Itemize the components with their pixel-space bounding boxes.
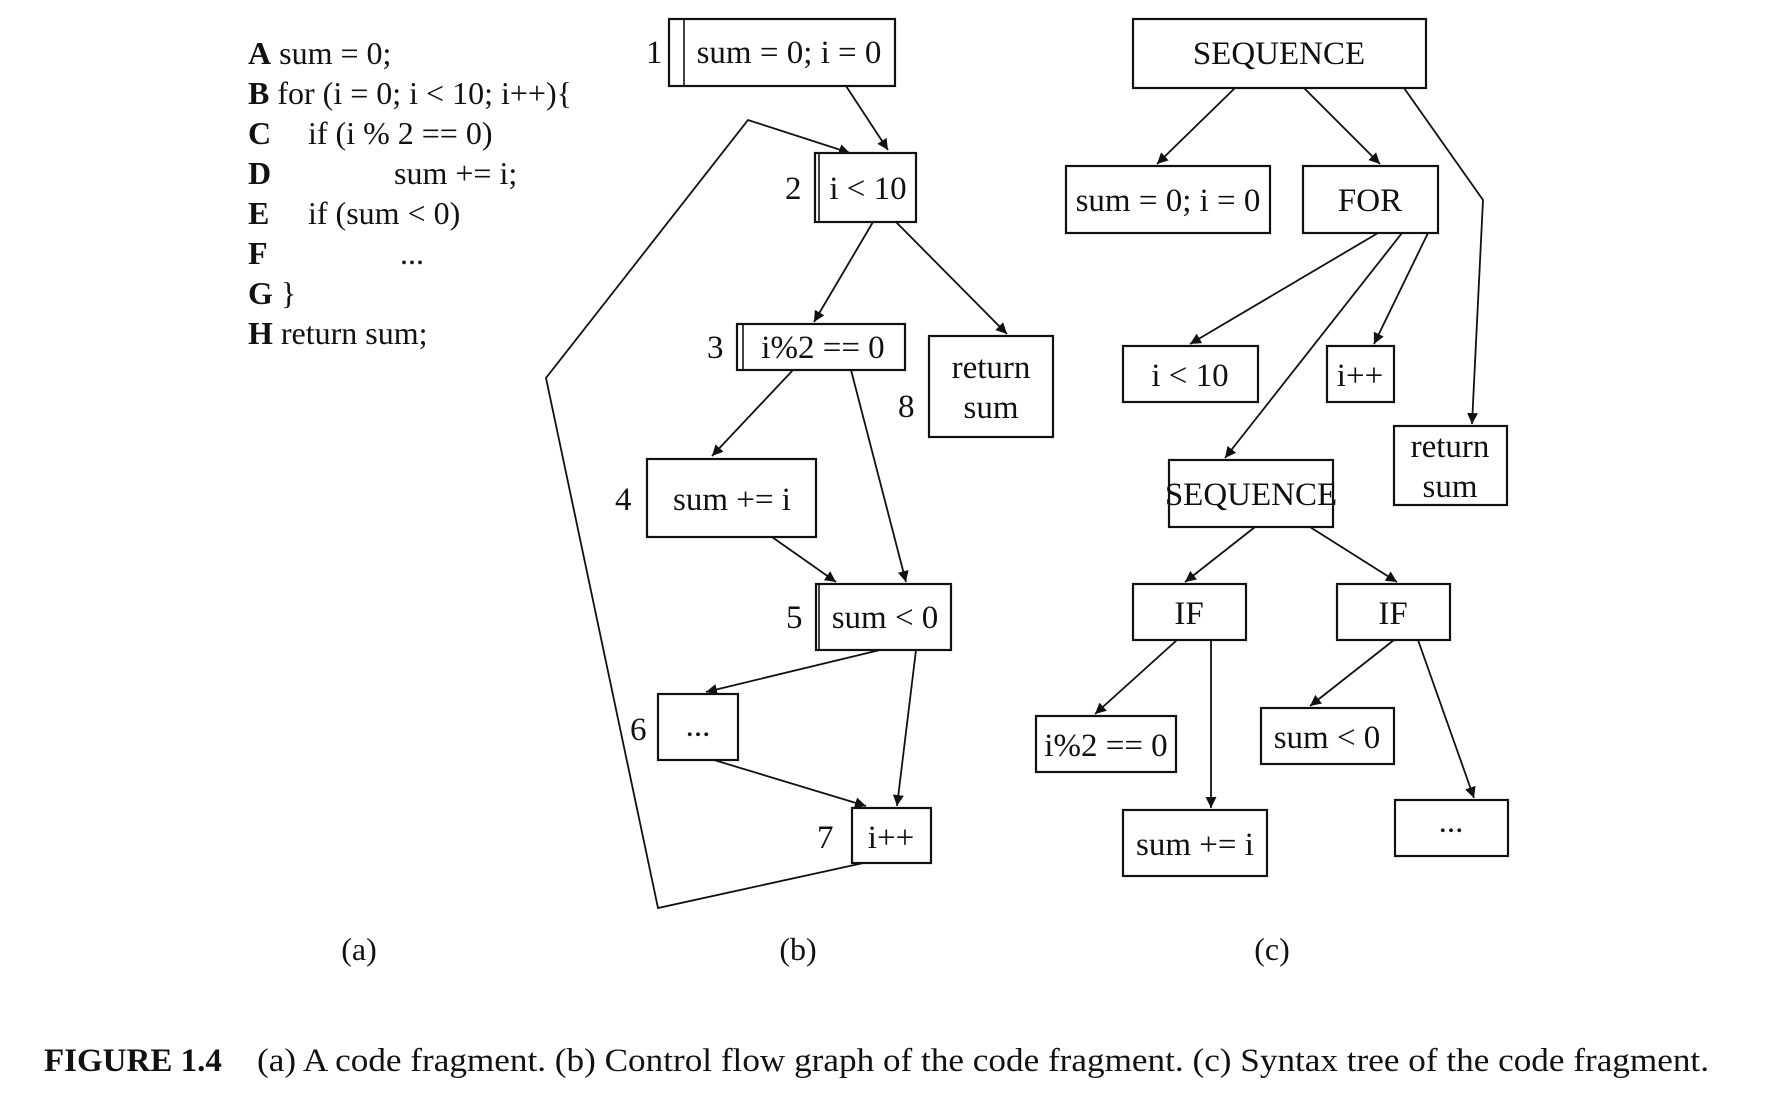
ast-return-box [1392, 424, 1509, 507]
cfg-node-1-box [667, 17, 897, 88]
code-letter-f: F [248, 235, 268, 271]
ast-edge-for-body [1224, 232, 1403, 459]
ast-if2-then-label: ... [1439, 804, 1464, 840]
cfg-node-8-box [927, 334, 1055, 439]
cfg-node-8-number: 8 [898, 389, 915, 425]
cfg-edge-4-5 [771, 536, 837, 583]
ast-update-box [1325, 344, 1396, 404]
code-letter-c: C [248, 115, 271, 151]
ast-edge-if2-cond [1309, 639, 1395, 707]
cfg-node-1-number: 1 [646, 35, 663, 71]
ast-if1-then-box [1121, 808, 1269, 878]
cfg-node-3-box [735, 322, 907, 372]
ast-update-label: i++ [1337, 358, 1383, 394]
ast-cond-box [1121, 344, 1260, 404]
cfg-node-6-box [656, 692, 740, 762]
cfg-node-7-number: 7 [817, 820, 834, 856]
ast-init-box [1064, 164, 1272, 235]
cfg-node-4-label: sum += i [673, 482, 791, 518]
cfg-node-3-number: 3 [707, 330, 724, 366]
cfg-edge-5-7 [892, 649, 917, 807]
code-text-e: if (sum < 0) [308, 195, 460, 231]
cfg-node-2-label: i < 10 [829, 171, 906, 207]
code-letter-e: E [248, 195, 269, 231]
cfg-node-2-number: 2 [785, 171, 802, 207]
ast-if1-box [1131, 582, 1248, 642]
cfg-edge-2-8 [895, 221, 1008, 335]
ast-edge-if2-then [1417, 639, 1476, 799]
ast-if1-label: IF [1174, 596, 1203, 632]
code-line-g: G} [248, 275, 296, 311]
caption-label: FIGURE 1.4 [44, 1043, 222, 1079]
ast-edge-body-if2 [1309, 526, 1398, 583]
cfg-edge-1-2 [845, 85, 889, 151]
ast-if1-cond-box [1034, 714, 1178, 774]
cfg-node-5-number: 5 [786, 600, 803, 636]
panel-label-b: (b) [779, 931, 816, 967]
ast-if1-cond-label: i%2 == 0 [1044, 728, 1167, 764]
cfg-node-7-label: i++ [868, 820, 914, 856]
panel-label-c: (c) [1254, 931, 1290, 967]
ast-if1-then-label: sum += i [1136, 827, 1254, 863]
ast-edge-for-update [1373, 232, 1429, 345]
cfg-node-2-box [813, 151, 918, 224]
cfg-node-5-box [814, 582, 953, 652]
code-text-c: if (i % 2 == 0) [308, 115, 493, 151]
cfg-back-edge-7-2 [545, 118, 869, 910]
ast-root-sequence-box [1131, 17, 1428, 90]
ast-cond-label: i < 10 [1151, 358, 1228, 394]
cfg-node-6-label: ... [686, 708, 711, 744]
cfg-edge-5-6 [705, 649, 881, 695]
cfg-edge-3-4 [711, 369, 794, 457]
cfg-edge-3-5 [850, 369, 909, 583]
panel-label-a: (a) [341, 931, 377, 967]
code-text-f: ... [400, 235, 424, 271]
cfg-node-4-number: 4 [615, 482, 632, 518]
cfg-node-3-label: i%2 == 0 [761, 330, 884, 366]
cfg-node-6-number: 6 [630, 712, 647, 748]
ast-for-label: FOR [1338, 183, 1402, 219]
ast-edge-seq-init [1156, 87, 1236, 165]
ast-body-sequence-label: SEQUENCE [1165, 477, 1337, 513]
ast-if2-then-box [1393, 798, 1510, 858]
ast-for-box [1301, 164, 1440, 235]
code-text-d: sum += i; [394, 155, 517, 191]
ast-if2-box [1335, 582, 1452, 642]
ast-edge-if1-cond [1094, 639, 1178, 715]
cfg-node-7-box [850, 806, 933, 865]
cfg-node-4-box [645, 457, 818, 539]
ast-return-label-line1: return [1411, 429, 1490, 465]
cfg-node-8-label-line2: sum [963, 390, 1018, 426]
ast-edge-seq-return [1403, 87, 1484, 425]
ast-edge-body-if1 [1184, 526, 1256, 583]
ast-root-sequence-label: SEQUENCE [1193, 36, 1365, 72]
caption-text: (a) A code fragment. (b) Control flow gr… [257, 1043, 1709, 1079]
ast-init-label: sum = 0; i = 0 [1076, 183, 1261, 219]
ast-return-label-line2: sum [1422, 469, 1477, 505]
cfg-node-1-label: sum = 0; i = 0 [697, 35, 882, 71]
ast-if2-cond-box [1259, 706, 1396, 766]
ast-edge-for-cond [1189, 232, 1379, 345]
control-flow-graph: 1 sum = 0; i = 0 2 i < 10 3 i%2 == 0 4 s… [545, 17, 1055, 910]
cfg-edge-2-3 [813, 221, 874, 323]
ast-if2-label: IF [1378, 596, 1407, 632]
syntax-tree: SEQUENCE sum = 0; i = 0 FOR i < 10 i++ r… [1034, 17, 1510, 878]
cfg-node-5-label: sum < 0 [832, 600, 939, 636]
ast-body-sequence-box [1167, 458, 1335, 529]
ast-edge-seq-for [1303, 87, 1381, 165]
cfg-node-8-label-line1: return [952, 350, 1031, 386]
ast-if2-cond-label: sum < 0 [1274, 720, 1381, 756]
code-letter-d: D [248, 155, 271, 191]
cfg-edge-6-7 [713, 759, 867, 809]
